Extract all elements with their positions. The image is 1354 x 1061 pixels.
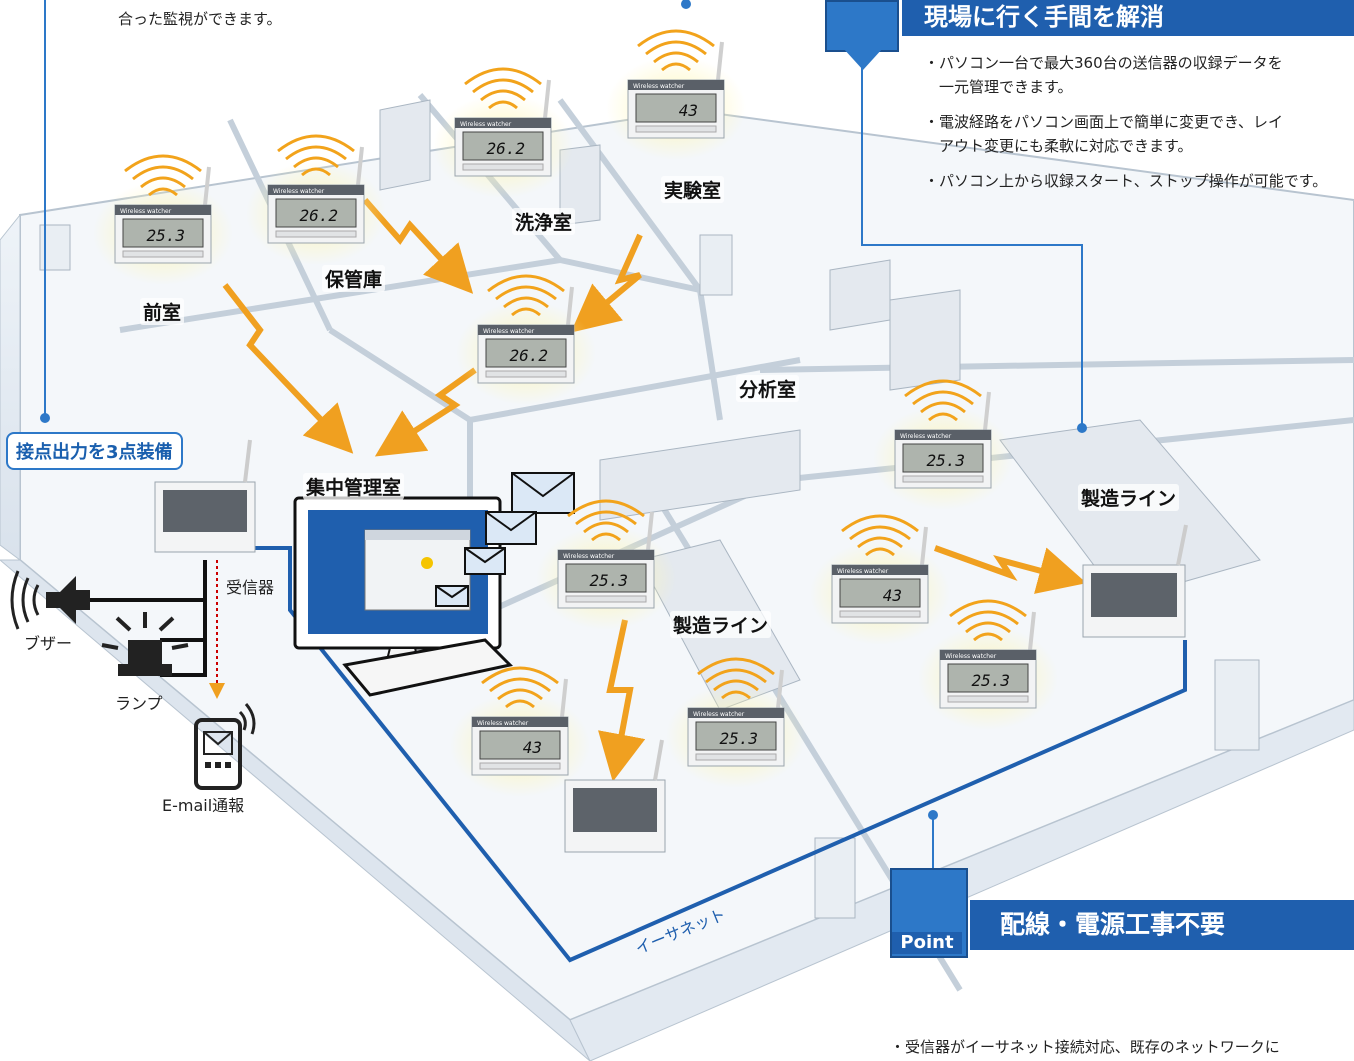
mobile-phone-icon	[194, 703, 256, 790]
door	[1214, 659, 1260, 751]
room-label-line-center: 製造ライン	[670, 611, 772, 638]
sensor-reading: 43	[679, 101, 698, 120]
receiver-label: 受信器	[226, 578, 275, 597]
sensor-reading: 25.3	[926, 451, 965, 470]
sensor-bottom_left: Wireless watcher 43	[450, 666, 590, 797]
callout-top-bullet: ・電波経路をパソコン画面上で簡単に変更でき、レイ	[924, 113, 1283, 131]
sensor-center: Wireless watcher 25.3	[536, 499, 676, 630]
sensor-reading: 43	[883, 586, 902, 605]
sensor-right_lower: Wireless watcher 25.3	[918, 599, 1058, 730]
ethernet-line	[250, 546, 1187, 963]
receiver-right	[1082, 524, 1188, 638]
top-note: 合った監視ができます。	[118, 10, 282, 28]
receiver-bottom	[564, 739, 666, 853]
sensor-brand: Wireless watcher	[477, 720, 529, 727]
sensor-brand: Wireless watcher	[945, 653, 997, 660]
buzzer-label: ブザー	[24, 634, 73, 653]
room-label-storage: 保管庫	[322, 265, 386, 292]
contact-output-badge: 接点出力を3点装備	[6, 432, 183, 470]
callout-bottom-bullet: ・受信器がイーサネット接続対応、既存のネットワークに	[890, 1038, 1280, 1056]
room-label-control: 集中管理室	[303, 473, 405, 500]
sensor-reading: 26.2	[486, 139, 525, 158]
room-label-lab: 実験室	[661, 176, 725, 203]
callout-dot	[928, 810, 938, 820]
callout-bottom-title: 配線・電源工事不要	[970, 900, 1354, 950]
callout-bottom-point: Point	[892, 932, 962, 954]
sensor-brand: Wireless watcher	[460, 121, 512, 128]
lamp-icon	[101, 612, 189, 676]
room-label-anteroom: 前室	[140, 298, 185, 325]
callout-top-bullet: ・パソコン一台で最大360台の送信器の収録データを	[924, 54, 1283, 72]
room-label-analysis: 分析室	[736, 375, 800, 402]
sensor-reading: 26.2	[509, 346, 548, 365]
sensor-reading: 25.3	[971, 671, 1010, 690]
sensor-brand: Wireless watcher	[693, 711, 745, 718]
building-wall-left	[0, 213, 21, 561]
sensor-brand: Wireless watcher	[837, 568, 889, 575]
callout-dot	[1077, 423, 1087, 433]
callout-top-title: 現場に行く手間を解消	[902, 0, 1354, 36]
sensor-reading: 25.3	[719, 729, 758, 748]
sensor-storage: Wireless watcher 26.2	[246, 134, 386, 265]
sensor-anteroom: Wireless watcher 25.3	[93, 154, 233, 285]
sensor-brand: Wireless watcher	[483, 328, 535, 335]
callout-top-bullet: アウト変更にも柔軟に対応できます。	[924, 137, 1193, 155]
sensor-control_corridor: Wireless watcher 26.2	[456, 274, 596, 405]
sensor-reading: 25.3	[589, 571, 628, 590]
email-label: E-mail通報	[162, 796, 245, 815]
sensor-reading: 26.2	[299, 206, 338, 225]
sensor-washroom: Wireless watcher 26.2	[433, 67, 573, 198]
sensor-reading: 43	[523, 738, 542, 757]
alarm-wiring	[90, 560, 207, 677]
callout-top-hand-icon	[825, 0, 899, 52]
door	[699, 234, 733, 296]
sensor-right_upper: Wireless watcher 43	[810, 514, 950, 645]
lamp-label: ランプ	[115, 694, 163, 713]
mail-icon	[435, 472, 575, 607]
sensor-analysis: Wireless watcher 25.3	[873, 379, 1013, 510]
pc-monitor	[293, 496, 514, 697]
sensor-reading: 25.3	[146, 226, 185, 245]
receiver-main	[154, 439, 256, 553]
building-wall-front	[0, 559, 591, 1061]
sensor-brand: Wireless watcher	[120, 208, 172, 215]
sensor-brand: Wireless watcher	[273, 188, 325, 195]
callout-top-bullet: ・パソコン上から収録スタート、ストップ操作が可能です。	[924, 172, 1328, 190]
callout-top-bullet: 一元管理できます。	[924, 78, 1073, 96]
room-label-line-right: 製造ライン	[1078, 484, 1180, 511]
callout-top-pointer	[843, 48, 883, 70]
sensor-bottom_center: Wireless watcher 25.3	[666, 657, 806, 788]
room-label-washroom: 洗浄室	[512, 208, 576, 235]
sensor-brand: Wireless watcher	[563, 553, 615, 560]
sensor-brand: Wireless watcher	[633, 83, 685, 90]
buzzer-icon	[10, 570, 90, 630]
callout-dot	[40, 413, 50, 423]
callout-dot	[681, 0, 691, 9]
sensor-lab: Wireless watcher 43	[606, 29, 746, 160]
sensor-brand: Wireless watcher	[900, 433, 952, 440]
